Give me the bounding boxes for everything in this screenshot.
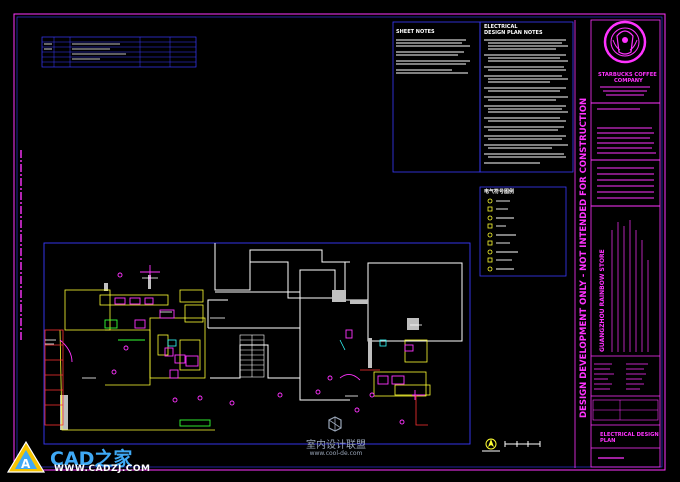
construction-disclaimer: DESIGN DEVELOPMENT ONLY - NOT INTENDED F… [579, 98, 589, 418]
title-block: STARBUCKS COFFEE COMPANY GUANGZHOU RAINB… [590, 19, 661, 468]
company-name-2: COMPANY [614, 78, 643, 84]
cool-de-watermark: 室内设计联盟 www.cool-de.com [306, 416, 366, 457]
plan-annotations [45, 277, 422, 397]
svg-text:A: A [21, 457, 31, 471]
magenta-fixtures [59, 265, 425, 425]
vertical-stamp-column: DESIGN DEVELOPMENT ONLY - NOT INTENDED F… [574, 20, 589, 468]
staircase [239, 334, 265, 378]
sheet-title-1: ELECTRICAL DESIGN [600, 432, 659, 438]
sheet-border-inner [16, 16, 663, 468]
cyan-details [167, 339, 387, 351]
cadzj-url: WWW.CADZJ.COM [54, 464, 151, 474]
revision-table [41, 36, 197, 68]
sheet-border [13, 13, 666, 471]
cool-de-logo-icon [328, 416, 342, 432]
green-equipment [104, 319, 211, 427]
cadzj-watermark: A CAD之家 WWW.CADZJ.COM [6, 440, 150, 474]
company-name-1: STARBUCKS COFFEE [598, 72, 657, 78]
gray-walls [60, 275, 419, 430]
store-name: GUANGZHOU RAINBOW STORE [599, 249, 606, 352]
scale-bar [482, 441, 541, 452]
sheet-title-2: PLAN [600, 438, 615, 444]
cadzj-logo-icon: A [6, 440, 46, 473]
building-outline [207, 243, 463, 401]
starbucks-logo-icon [603, 20, 647, 64]
yellow-plan-lines [59, 289, 431, 431]
cool-de-url: www.cool-de.com [309, 450, 363, 457]
legend-title: 电气符号图例 [484, 188, 514, 195]
north-arrow-icon [485, 438, 497, 450]
electrical-notes-panel: ELECTRICAL DESIGN PLAN NOTES [479, 21, 574, 173]
cadzj-brand: CAD之家 [50, 447, 133, 470]
sheet-notes-panel: SHEET NOTES [392, 21, 481, 173]
electrical-notes-title-2: DESIGN PLAN NOTES [484, 30, 543, 36]
sheet-notes-title: SHEET NOTES [396, 29, 435, 35]
cool-de-brand: 室内设计联盟 [306, 440, 366, 451]
electrical-notes-title-1: ELECTRICAL [484, 24, 518, 30]
plan-frame [43, 242, 471, 445]
legend-panel: 电气符号图例 [479, 186, 567, 277]
red-wiring [44, 329, 428, 426]
